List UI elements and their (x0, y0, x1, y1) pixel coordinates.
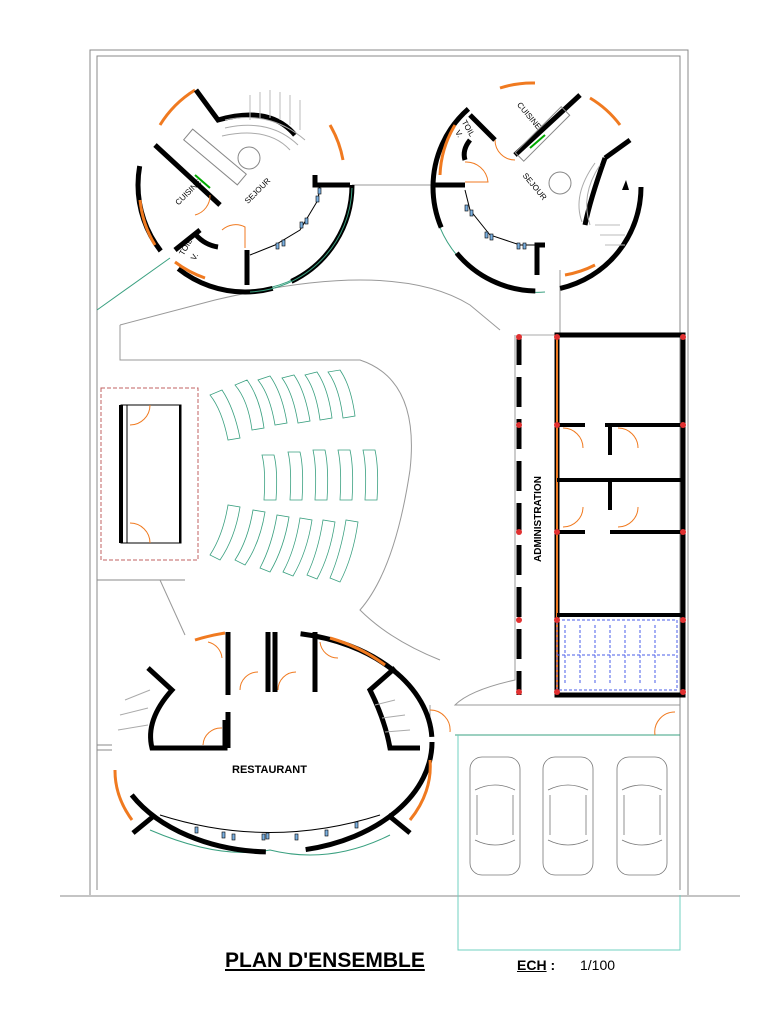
right-house: CUISINE SEJOUR TOIL V. (430, 80, 644, 294)
administration-building: ADMINISTRATION (516, 332, 686, 698)
left-toilet-label-2: V. (189, 251, 200, 261)
amphitheater-seating (209, 369, 379, 583)
car (542, 756, 594, 876)
stage (100, 387, 199, 561)
parking (457, 735, 681, 951)
right-living-label: SEJOUR (521, 171, 549, 202)
car (469, 756, 521, 876)
drawing-title: PLAN D'ENSEMBLE (225, 949, 425, 972)
landscape-arcs (96, 187, 680, 856)
right-toilet-label-2: V. (453, 129, 464, 139)
scale-separator: : (550, 957, 556, 973)
left-house: CUISINE SEJOUR TOIL V. (135, 75, 355, 295)
car (616, 756, 668, 876)
hidden-stair (556, 619, 678, 691)
administration-label: ADMINISTRATION (533, 476, 544, 562)
restaurant-label: RESTAURANT (232, 764, 307, 776)
restaurant-building: RESTAURANT (109, 629, 676, 855)
scale-label: ECH : (517, 957, 555, 973)
site-boundary (60, 49, 740, 897)
left-living-label: SEJOUR (243, 176, 272, 205)
walkway (119, 184, 680, 735)
scale-value: 1/100 (580, 957, 616, 973)
right-kitchen-label: CUISINE (515, 101, 543, 132)
left-kitchen-label: CUISINE (174, 178, 203, 207)
scale-label-text: ECH (517, 957, 547, 973)
